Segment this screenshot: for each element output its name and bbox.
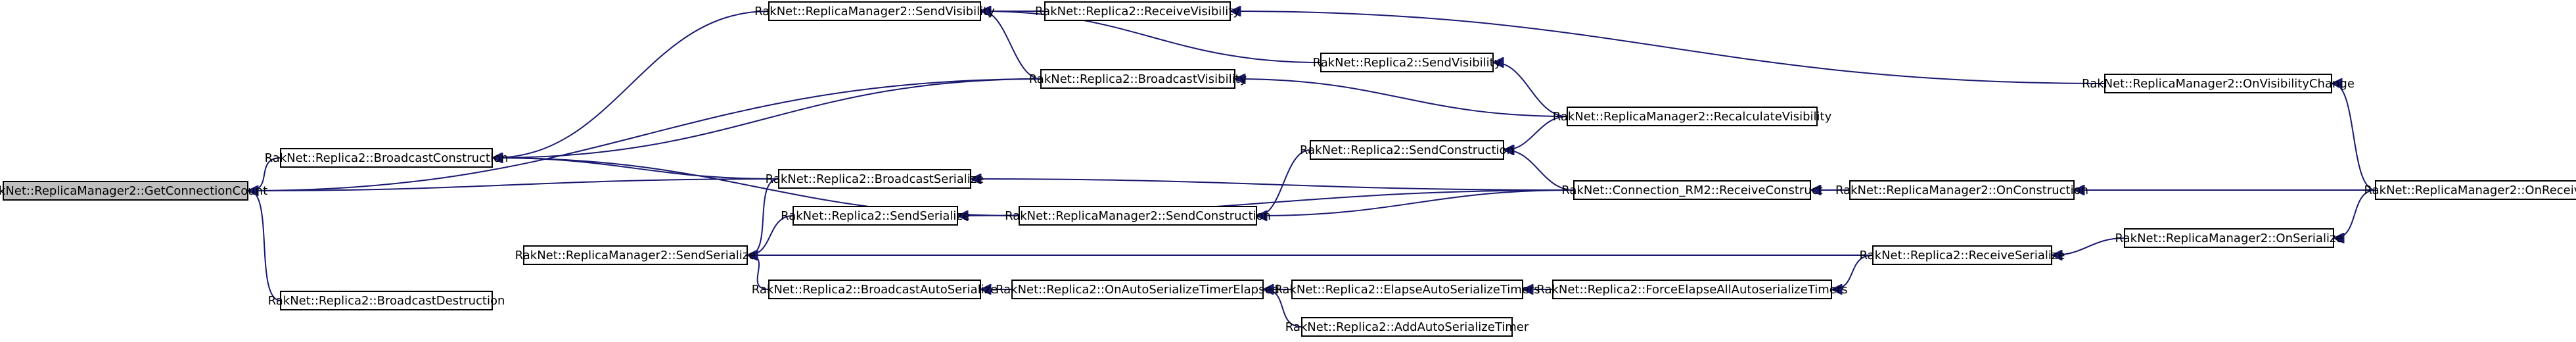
edge-r2sendcons-to-rm2sendcons bbox=[1258, 149, 1311, 216]
node-raknet-replicamanager2-onconstruction[interactable]: RakNet::ReplicaManager2::OnConstruction bbox=[1835, 180, 2088, 200]
edge-onser-to-recvser bbox=[2053, 237, 2125, 255]
node-label: RakNet::Replica2::ForceElapseAllAutoseri… bbox=[1536, 283, 1847, 297]
node-box bbox=[1849, 180, 2075, 200]
node-raknet-replicamanager2-onreceive[interactable]: RakNet::ReplicaManager2::OnReceive bbox=[2364, 180, 2576, 200]
node-raknet-replicamanager2-sendserialize[interactable]: RakNet::ReplicaManager2::SendSerialize bbox=[515, 245, 756, 265]
node-raknet-replica2-onautoserializetimerelapsed[interactable]: RakNet::Replica2::OnAutoSerializeTimerEl… bbox=[996, 280, 1279, 299]
node-label: RakNet::ReplicaManager2::GetConnectionCo… bbox=[0, 184, 267, 198]
node-box bbox=[2124, 228, 2334, 248]
node-label: RakNet::Replica2::BroadcastAutoSerialize bbox=[752, 283, 998, 297]
node-box bbox=[1040, 69, 1235, 89]
node-raknet-replica2-broadcastserialize[interactable]: RakNet::Replica2::BroadcastSerialize bbox=[766, 169, 984, 189]
edge-bvis-to-rm2sendvis bbox=[982, 11, 1042, 80]
node-box bbox=[2375, 180, 2576, 200]
node-label: RakNet::ReplicaManager2::SendSerialize bbox=[515, 249, 756, 262]
node-label: RakNet::Replica2::SendVisibility bbox=[1313, 56, 1502, 70]
node-raknet-replicamanager2-sendvisibility[interactable]: RakNet::ReplicaManager2::SendVisibility bbox=[754, 1, 995, 21]
node-label: RakNet::Replica2::ReceiveVisibility bbox=[1035, 5, 1240, 18]
node-box bbox=[778, 169, 971, 189]
edge-recvcons-to-r2sendcons bbox=[1505, 150, 1575, 191]
node-label: RakNet::Connection_RM2::ReceiveConstruct bbox=[1561, 183, 1822, 197]
node-box bbox=[280, 291, 493, 310]
edge-recalcvis-to-bvis bbox=[1236, 79, 1568, 117]
node-label: RakNet::ReplicaManager2::SendConstructio… bbox=[1005, 209, 1271, 223]
node-label: RakNet::Replica2::BroadcastSerialize bbox=[766, 172, 984, 186]
node-box bbox=[1011, 280, 1264, 299]
edge-bvis-to-getconn bbox=[249, 78, 1042, 191]
node-box bbox=[2104, 74, 2332, 93]
node-raknet-replica2-sendvisibility[interactable]: RakNet::Replica2::SendVisibility bbox=[1313, 53, 1502, 72]
node-raknet-replica2-sendconstruction[interactable]: RakNet::Replica2::SendConstruction bbox=[1300, 140, 1514, 160]
node-box bbox=[1567, 107, 1818, 126]
edge-addauto-to-onautoser bbox=[1264, 289, 1302, 328]
node-label: RakNet::Replica2::ElapseAutoSerializeTim… bbox=[1274, 283, 1540, 297]
edge-bdest-to-getconn bbox=[249, 191, 281, 301]
node-raknet-connection-rm2-receiveconstruct[interactable]: RakNet::Connection_RM2::ReceiveConstruct bbox=[1561, 180, 1823, 200]
node-box bbox=[1044, 1, 1231, 21]
node-raknet-replica2-broadcastconstruction[interactable]: RakNet::Replica2::BroadcastConstruction bbox=[265, 148, 509, 168]
node-box bbox=[1872, 245, 2052, 265]
node-label: RakNet::ReplicaManager2::OnVisibilityCha… bbox=[2082, 77, 2355, 91]
node-box bbox=[280, 148, 493, 168]
node-label: RakNet::Replica2::BroadcastDestruction bbox=[268, 294, 505, 308]
node-box bbox=[1291, 280, 1523, 299]
edge-onrecv-to-onser bbox=[2335, 189, 2376, 238]
node-label: RakNet::Replica2::SendSerialize bbox=[781, 209, 970, 223]
node-label: RakNet::Replica2::OnAutoSerializeTimerEl… bbox=[996, 283, 1279, 297]
node-raknet-replicamanager2-getconnectioncount[interactable]: RakNet::ReplicaManager2::GetConnectionCo… bbox=[0, 181, 267, 201]
edge-onrecv-to-onvischange bbox=[2333, 84, 2376, 191]
node-raknet-replica2-addautoserializetimer[interactable]: RakNet::Replica2::AddAutoSerializeTimer bbox=[1285, 317, 1529, 337]
node-box bbox=[793, 206, 958, 226]
edge-recvser-to-forceelapse bbox=[1833, 255, 1874, 289]
edge-recalcvis-to-r2sendvis bbox=[1494, 62, 1568, 117]
edge-r2sendvis-to-rm2sendvis bbox=[982, 11, 1322, 63]
edge-rm2sendvis-to-bcons bbox=[494, 11, 770, 158]
node-box bbox=[768, 280, 981, 299]
node-label: RakNet::Replica2::SendConstruction bbox=[1300, 143, 1514, 157]
node-label: RakNet::Replica2::ReceiveSerialize bbox=[1860, 249, 2065, 262]
node-raknet-replica2-broadcastautoserialize[interactable]: RakNet::Replica2::BroadcastAutoSerialize bbox=[752, 280, 998, 299]
node-label: RakNet::ReplicaManager2::OnConstruction bbox=[1835, 183, 2088, 197]
node-raknet-replica2-sendserialize[interactable]: RakNet::Replica2::SendSerialize bbox=[781, 206, 970, 226]
node-label: RakNet::ReplicaManager2::OnReceive bbox=[2364, 183, 2576, 197]
edge-recvcons-to-bser bbox=[972, 179, 1575, 191]
node-box bbox=[1019, 206, 1257, 226]
node-label: RakNet::ReplicaManager2::OnSerialize bbox=[2115, 232, 2343, 245]
node-raknet-replicamanager2-sendconstruction[interactable]: RakNet::ReplicaManager2::SendConstructio… bbox=[1005, 206, 1271, 226]
node-raknet-replica2-forceelapseallautoserializetimers[interactable]: RakNet::Replica2::ForceElapseAllAutoseri… bbox=[1536, 280, 1848, 299]
node-raknet-replica2-receivevisibility[interactable]: RakNet::Replica2::ReceiveVisibility bbox=[1035, 1, 1240, 21]
node-raknet-replicamanager2-recalculatevisibility[interactable]: RakNet::ReplicaManager2::RecalculateVisi… bbox=[1553, 107, 1832, 126]
edge-bser-to-getconn bbox=[249, 178, 779, 191]
node-box bbox=[523, 245, 748, 265]
node-raknet-replica2-receiveserialize[interactable]: RakNet::Replica2::ReceiveSerialize bbox=[1860, 245, 2065, 265]
node-label: RakNet::Replica2::AddAutoSerializeTimer bbox=[1285, 320, 1529, 334]
node-box bbox=[1573, 180, 1811, 200]
node-box bbox=[1301, 317, 1513, 337]
node-raknet-replica2-broadcastvisibility[interactable]: RakNet::Replica2::BroadcastVisibility bbox=[1029, 69, 1247, 89]
node-label: RakNet::ReplicaManager2::RecalculateVisi… bbox=[1553, 110, 1832, 124]
node-box bbox=[1310, 140, 1504, 160]
edge-recvcons-to-rm2sendcons bbox=[1258, 189, 1575, 216]
edge-bvis-to-bcons bbox=[494, 78, 1042, 158]
node-label: RakNet::ReplicaManager2::SendVisibility bbox=[754, 5, 995, 18]
node-label: RakNet::Replica2::BroadcastConstruction bbox=[265, 151, 509, 165]
node-box bbox=[3, 181, 248, 201]
node-raknet-replica2-broadcastdestruction[interactable]: RakNet::Replica2::BroadcastDestruction bbox=[268, 291, 505, 310]
edge-onvischange-to-recvvis bbox=[1231, 11, 2105, 84]
node-label: RakNet::Replica2::BroadcastVisibility bbox=[1029, 72, 1247, 86]
node-box bbox=[768, 1, 981, 21]
node-box bbox=[1552, 280, 1832, 299]
node-box bbox=[1320, 53, 1494, 72]
node-raknet-replicamanager2-onserialize[interactable]: RakNet::ReplicaManager2::OnSerialize bbox=[2115, 228, 2343, 248]
node-raknet-replicamanager2-onvisibilitychange[interactable]: RakNet::ReplicaManager2::OnVisibilityCha… bbox=[2082, 74, 2355, 93]
node-raknet-replica2-elapseautoserializetimers[interactable]: RakNet::Replica2::ElapseAutoSerializeTim… bbox=[1274, 280, 1540, 299]
edges bbox=[249, 11, 2376, 328]
